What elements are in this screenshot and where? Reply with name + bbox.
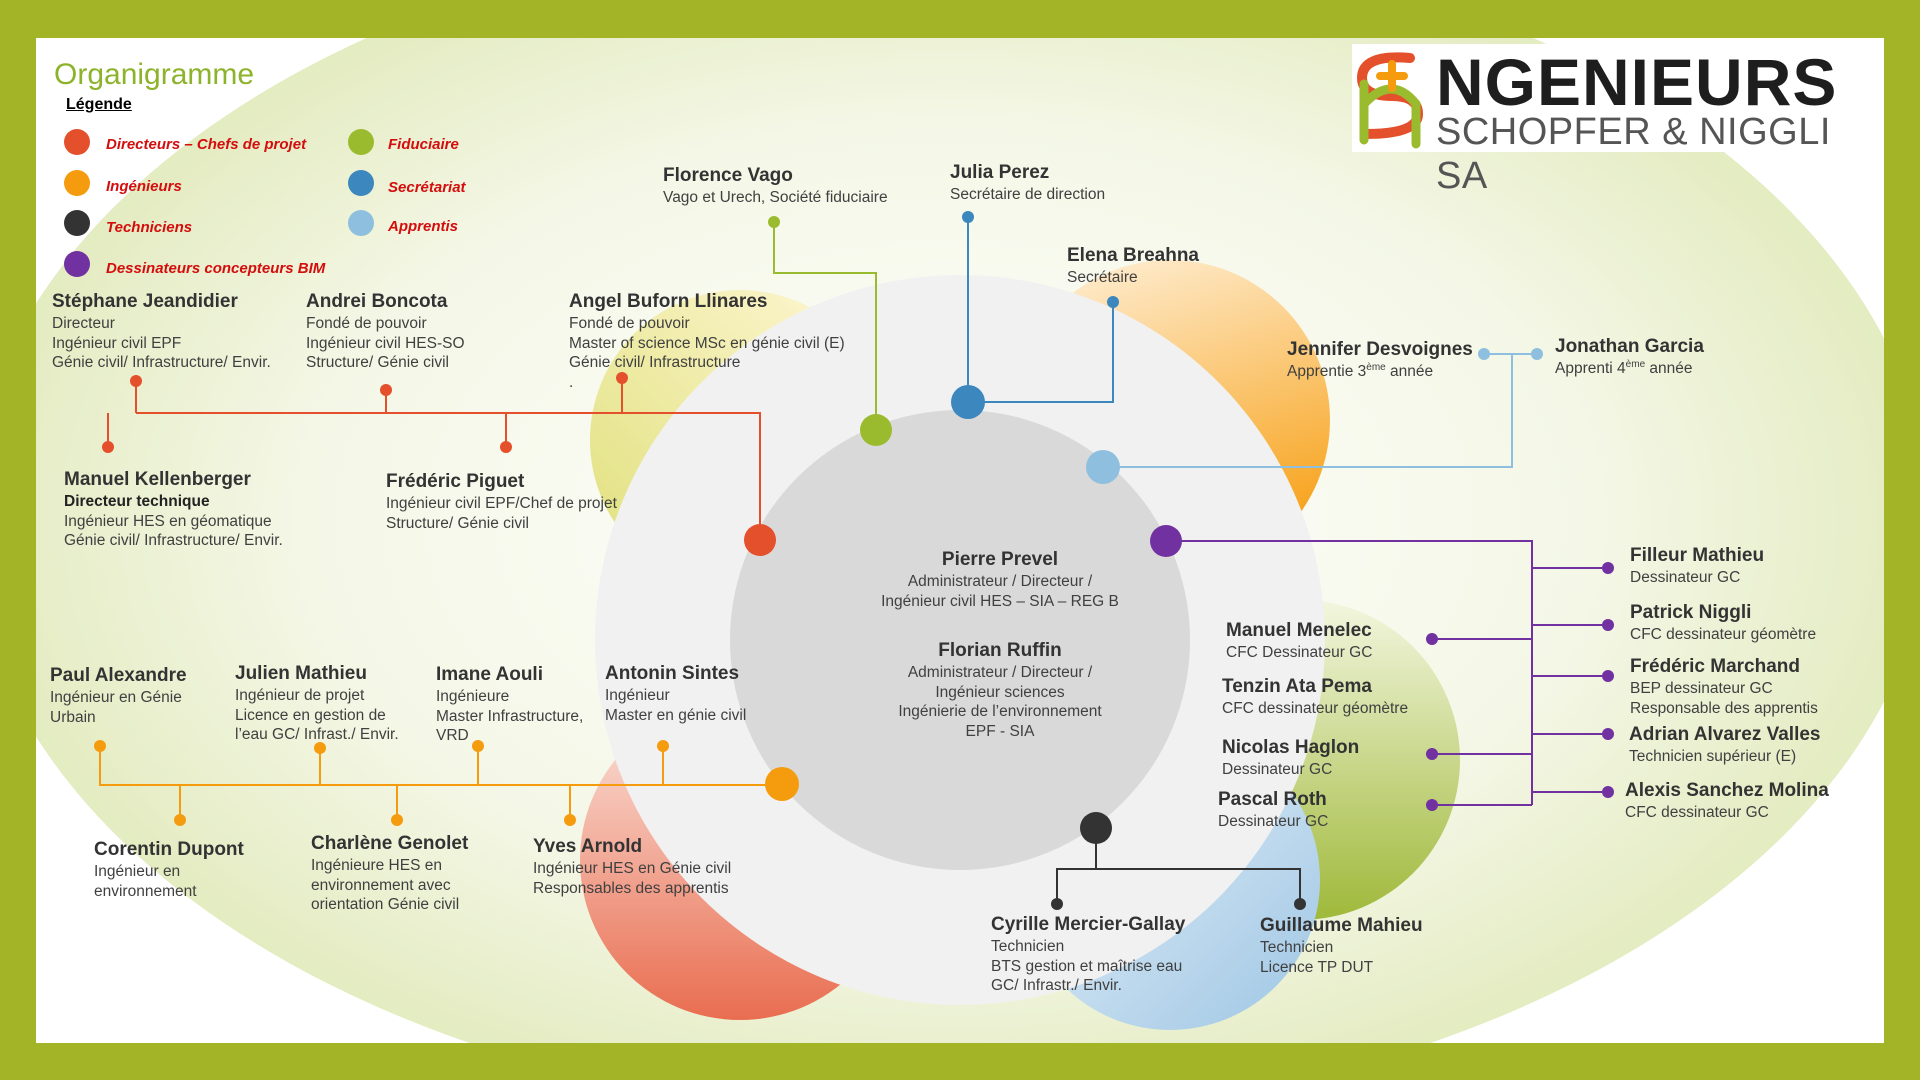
person-arnold: Yves Arnold Ingénieur HES en Génie civil… bbox=[533, 836, 732, 897]
background-shapes bbox=[36, 38, 1884, 1043]
legend-label-bim: Dessinateurs concepteurs BIM bbox=[106, 260, 326, 277]
org-chart-canvas: Organigramme Légende Directeurs – Chefs … bbox=[36, 38, 1884, 1043]
legend-label-directors: Directeurs – Chefs de projet bbox=[106, 136, 307, 153]
person-haglon: Nicolas Haglon Dessinateur GC bbox=[1222, 737, 1360, 778]
logo-brand: NGENIEURS bbox=[1436, 45, 1838, 119]
person-roth: Pascal Roth Dessinateur GC bbox=[1218, 789, 1329, 830]
person-perez: Julia Perez Secrétaire de direction bbox=[950, 162, 1106, 203]
secretariat-connector bbox=[951, 211, 1119, 419]
person-mercier: Cyrille Mercier-Gallay Technicien BTS ge… bbox=[991, 914, 1186, 994]
apprentices-connector bbox=[1086, 348, 1543, 484]
person-menelec: Manuel Menelec CFC Dessinateur GC bbox=[1226, 620, 1373, 661]
person-sanchez: Alexis Sanchez Molina CFC dessinateur GC bbox=[1625, 780, 1829, 821]
person-niggli: Patrick Niggli CFC dessinateur géomètre bbox=[1630, 602, 1817, 643]
logo-company: SCHOPFER & NIGGLI SA bbox=[1436, 111, 1831, 197]
person-breahna: Elena Breahna Secrétaire bbox=[1067, 245, 1199, 286]
fiduciaire-connector bbox=[768, 216, 892, 446]
legend-label-technicians: Techniciens bbox=[106, 219, 193, 236]
legend-dot-apprentices bbox=[348, 210, 374, 236]
person-alvarez: Adrian Alvarez Valles Technicien supérie… bbox=[1629, 724, 1821, 765]
engineers-dots bbox=[94, 740, 799, 826]
legend-dot-secretariat bbox=[348, 170, 374, 196]
person-vago: Florence Vago Vago et Urech, Société fid… bbox=[663, 165, 888, 206]
person-aouli: Imane Aouli Ingénieure Master Infrastruc… bbox=[436, 664, 584, 744]
person-garcia: Jonathan Garcia Apprenti 4ème année bbox=[1555, 336, 1704, 377]
legend-label-secretariat: Secrétariat bbox=[388, 179, 466, 196]
company-logo: NGENIEURS SCHOPFER & NIGGLI SA bbox=[1352, 44, 1862, 197]
person-kellenberger: Manuel Kellenberger Directeur technique … bbox=[64, 469, 283, 549]
legend-dot-bim bbox=[64, 251, 90, 277]
bim-dots bbox=[1150, 525, 1614, 811]
person-desvoignes: Jennifer Desvoignes Apprentie 3ème année bbox=[1287, 339, 1473, 380]
legend-heading: Légende bbox=[66, 96, 132, 113]
legend-label-engineers: Ingénieurs bbox=[106, 178, 182, 195]
person-julien: Julien Mathieu Ingénieur de projet Licen… bbox=[235, 663, 399, 743]
person-genolet: Charlène Genolet Ingénieure HES en envir… bbox=[311, 833, 469, 913]
person-pema: Tenzin Ata Pema CFC dessinateur géomètre bbox=[1222, 676, 1409, 717]
legend-label-apprentices: Apprentis bbox=[388, 218, 459, 235]
person-piguet: Frédéric Piguet Ingénieur civil EPF/Chef… bbox=[386, 471, 617, 532]
legend-dot-engineers bbox=[64, 170, 90, 196]
center-person-1: Pierre Prevel Administrateur / Directeur… bbox=[881, 549, 1119, 610]
bim-connectors bbox=[1166, 540, 1608, 806]
directors-dots bbox=[102, 372, 776, 556]
legend-dot-fiduciaire bbox=[348, 129, 374, 155]
legend-label-fiduciaire: Fiduciaire bbox=[388, 136, 459, 153]
person-marchand: Frédéric Marchand BEP dessinateur GC Res… bbox=[1630, 656, 1818, 717]
person-sintes: Antonin Sintes Ingénieur Master en génie… bbox=[605, 663, 747, 724]
person-dupont: Corentin Dupont Ingénieur en environneme… bbox=[94, 839, 244, 900]
page-title: Organigramme bbox=[54, 58, 255, 91]
center-person-2: Florian Ruffin Administrateur / Directeu… bbox=[898, 640, 1102, 740]
person-jeandidier: Stéphane Jeandidier Directeur Ingénieur … bbox=[52, 291, 271, 371]
person-buforn: Angel Buforn Llinares Fondé de pouvoir M… bbox=[569, 291, 845, 391]
person-alexandre: Paul Alexandre Ingénieur en Génie Urbain bbox=[50, 665, 187, 726]
person-filleur: Filleur Mathieu Dessinateur GC bbox=[1630, 545, 1765, 586]
technicians-connector bbox=[1051, 812, 1306, 910]
legend-dot-directors bbox=[64, 129, 90, 155]
legend-dot-technicians bbox=[64, 210, 90, 236]
person-mahieu: Guillaume Mahieu Technicien Licence TP D… bbox=[1260, 915, 1423, 976]
person-boncota: Andrei Boncota Fondé de pouvoir Ingénieu… bbox=[306, 291, 465, 371]
logo-mark-icon bbox=[1356, 52, 1424, 149]
grey-core bbox=[730, 410, 1190, 870]
